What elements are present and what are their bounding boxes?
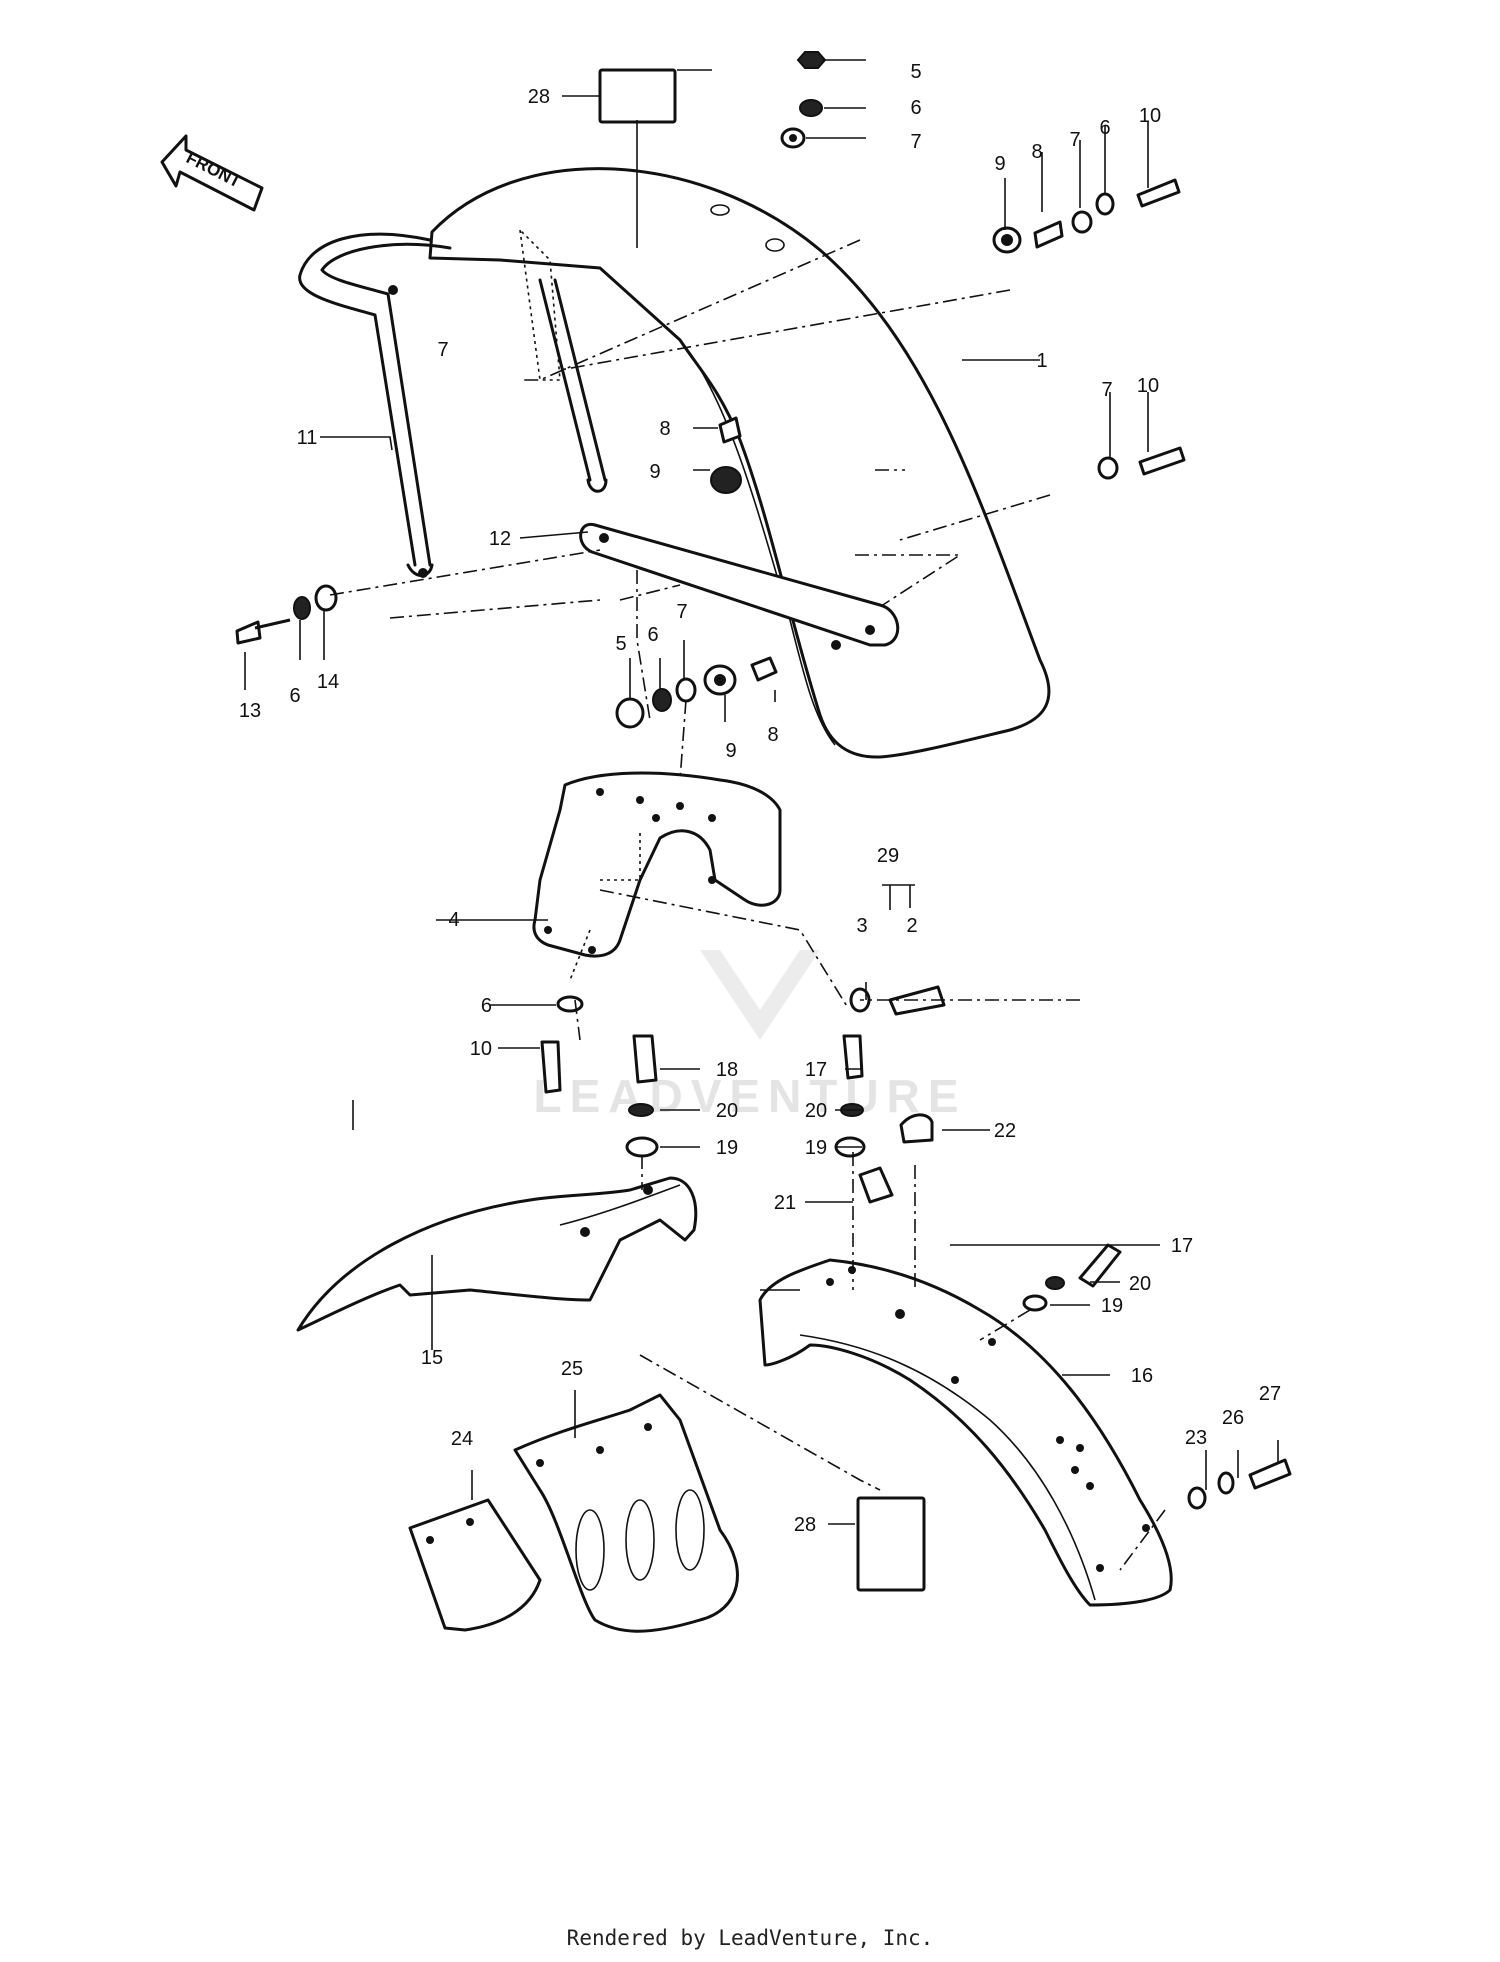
- callout-2: 2: [906, 915, 917, 937]
- top-hardware: [235, 51, 1186, 645]
- callout-7-right: 7: [1069, 129, 1080, 151]
- mud-flaps: [408, 1393, 739, 1633]
- callout-25: 25: [561, 1358, 583, 1380]
- callout-10-mid-right: 10: [1137, 375, 1159, 397]
- callout-17-mid: 17: [805, 1059, 827, 1081]
- front-fender: [296, 1176, 698, 1332]
- callout-8-lower: 8: [767, 724, 778, 746]
- callout-6-right: 6: [1099, 117, 1110, 139]
- callout-11: 11: [297, 427, 318, 449]
- callout-6-top: 6: [910, 97, 921, 119]
- callout-26: 26: [1222, 1407, 1244, 1429]
- callout-19-right: 19: [1101, 1295, 1123, 1317]
- callout-9-mid: 9: [649, 461, 660, 483]
- callout-23: 23: [1185, 1427, 1207, 1449]
- callout-9-lower: 9: [725, 740, 736, 762]
- callout-6-mid: 6: [647, 624, 658, 646]
- watermark-text: LEADVENTURE: [533, 1070, 966, 1122]
- leader-lines: [244, 59, 1279, 1525]
- watermark: LEADVENTURE: [533, 950, 966, 1122]
- callout-20-right: 20: [1129, 1273, 1151, 1295]
- mid-hardware: [615, 656, 778, 729]
- callout-6-left: 6: [289, 685, 300, 707]
- callout-5-top: 5: [910, 61, 921, 83]
- callout-labels: 28 5 6 7 9 8 7 6 10 7 1 7 10 11 8 9 12 5…: [239, 61, 1281, 1536]
- callout-20-mid: 20: [805, 1100, 827, 1122]
- callout-1: 1: [1036, 350, 1047, 372]
- callout-8-mid: 8: [659, 418, 670, 440]
- callout-7-top: 7: [910, 131, 921, 153]
- callout-10-bracket: 10: [470, 1038, 492, 1060]
- center-lines: [329, 227, 1166, 1571]
- callout-13: 13: [239, 700, 261, 722]
- callout-12: 12: [489, 528, 511, 550]
- callout-20-left: 20: [716, 1100, 738, 1122]
- callout-10-right: 10: [1139, 105, 1161, 127]
- callout-21: 21: [774, 1192, 796, 1214]
- fender-mount-bracket: [532, 771, 782, 958]
- callout-27: 27: [1259, 1383, 1281, 1405]
- callout-5-mid: 5: [615, 633, 626, 655]
- callout-16: 16: [1131, 1365, 1153, 1387]
- callout-7-left: 7: [437, 339, 448, 361]
- callout-15: 15: [421, 1347, 443, 1369]
- footer-credit: Rendered by LeadVenture, Inc.: [566, 1926, 934, 1950]
- rear-fender: [428, 167, 1051, 759]
- callout-19-left: 19: [716, 1137, 738, 1159]
- rear-fender-lower: [758, 1258, 1173, 1607]
- callout-9-right: 9: [994, 153, 1005, 175]
- callout-22: 22: [994, 1120, 1016, 1142]
- fender-bracket: [579, 522, 900, 650]
- callout-28-top: 28: [528, 86, 550, 108]
- callout-8-right: 8: [1031, 141, 1042, 163]
- fender-stay: [298, 232, 608, 577]
- callout-7-mid: 7: [676, 601, 687, 623]
- callout-19-mid: 19: [805, 1137, 827, 1159]
- callout-18: 18: [716, 1059, 738, 1081]
- callout-7-mid-right: 7: [1101, 379, 1112, 401]
- callout-29: 29: [877, 845, 899, 867]
- front-arrow-icon: FRONT: [160, 134, 264, 212]
- callout-17-right: 17: [1171, 1235, 1193, 1257]
- callout-3: 3: [856, 915, 867, 937]
- callout-24: 24: [451, 1428, 473, 1450]
- callout-14: 14: [317, 671, 339, 693]
- callout-28-bottom: 28: [794, 1514, 816, 1536]
- lower-hardware: [540, 985, 1292, 1510]
- callout-6-bracket: 6: [481, 995, 492, 1017]
- callout-4: 4: [448, 909, 459, 931]
